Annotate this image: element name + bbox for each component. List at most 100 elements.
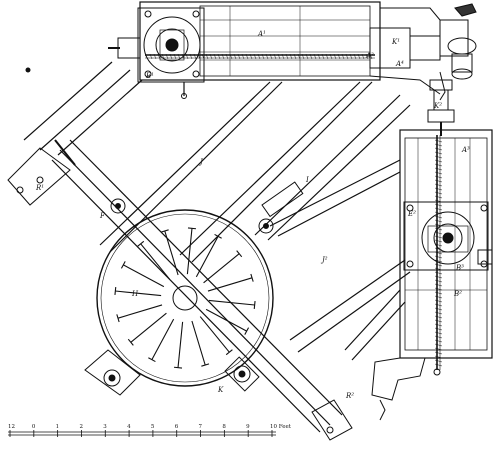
thread-tick (434, 143, 443, 147)
thread-tick (333, 53, 337, 60)
thread-tick (434, 235, 443, 239)
thread-tick (277, 53, 281, 60)
thread-tick (434, 295, 443, 299)
label-k: K (217, 386, 224, 394)
thread-tick (185, 53, 189, 60)
scale-tick-label: 1 (56, 424, 60, 430)
thread-tick (169, 53, 173, 60)
thread-tick (233, 53, 237, 60)
thread-tick (229, 53, 233, 60)
thread-tick (434, 311, 443, 315)
thread-tick (434, 299, 443, 303)
thread-tick (434, 215, 443, 219)
thread-tick (434, 279, 443, 283)
right-tool-head (403, 201, 493, 376)
thread-tick (434, 303, 443, 307)
label-k2: K² (433, 102, 442, 110)
thread-tick (253, 53, 257, 60)
face-plate-slot (191, 320, 210, 367)
thread-tick (434, 187, 443, 191)
thread-tick (281, 53, 285, 60)
face-plate-slots (114, 227, 256, 369)
thread-tick (434, 163, 443, 167)
thread-tick (213, 53, 217, 60)
thread-tick (361, 53, 365, 60)
thread-tick (434, 171, 443, 175)
thread-tick (341, 53, 345, 60)
lower-left-block (84, 349, 141, 396)
vertical-shaft (427, 79, 455, 136)
thread-tick (241, 53, 245, 60)
label-a1: A¹ (257, 30, 266, 38)
thread-tick (193, 53, 197, 60)
thread-tick (325, 53, 329, 60)
thread-tick (434, 175, 443, 179)
scale-tick-label: 5 (151, 424, 155, 430)
thread-tick (434, 255, 443, 259)
label-e1: E¹ (145, 72, 154, 80)
scale-tick-label: 12 (8, 424, 15, 430)
thread-tick (149, 53, 153, 60)
face-plate-slot (173, 321, 184, 369)
scale-tick-label: 10 Feet (270, 424, 292, 430)
label-h: H (131, 290, 139, 298)
scale-tick-label: 0 (32, 424, 36, 430)
thread-tick (257, 53, 261, 60)
label-j2: J² (320, 256, 328, 264)
thread-tick (177, 53, 181, 60)
thread-tick (301, 53, 305, 60)
thread-tick (434, 159, 443, 163)
scale-tick-label: 2 (79, 424, 83, 430)
label-i: I (305, 176, 309, 184)
thread-tick (173, 53, 177, 60)
thread-tick (434, 327, 443, 331)
thread-tick (434, 227, 443, 231)
face-plate-slot (195, 233, 222, 278)
upper-right-headstock (369, 3, 477, 101)
thread-tick (434, 291, 443, 295)
thread-tick (189, 53, 193, 60)
scale-tick-label: 7 (199, 424, 203, 430)
thread-tick (209, 53, 213, 60)
thread-tick (434, 211, 443, 215)
thread-tick (337, 53, 341, 60)
thread-tick (434, 195, 443, 199)
label-j: J (198, 158, 204, 166)
thread-tick (434, 259, 443, 263)
thread-tick (434, 307, 443, 311)
label-a2: A² (365, 52, 374, 60)
label-b3: B³ (455, 264, 464, 272)
thread-tick (289, 53, 293, 60)
thread-tick (225, 53, 229, 60)
thread-tick (273, 53, 277, 60)
face-plate-slot (160, 229, 179, 276)
thread-tick (293, 53, 297, 60)
thread-tick (434, 283, 443, 287)
upper-beam-clamp (110, 181, 304, 234)
thread-tick (309, 53, 313, 60)
thread-tick (329, 53, 333, 60)
part-labels: A¹ A² A³ A⁴ B² B³ E¹ E² F H I J J² K K¹ … (35, 30, 470, 400)
thread-tick (434, 147, 443, 151)
label-b2: B² (453, 290, 462, 298)
thread-tick (434, 355, 443, 359)
face-plate-slot (207, 273, 254, 292)
upper-tool-head (108, 7, 205, 99)
thread-tick (261, 53, 265, 60)
right-screw-thread (434, 139, 443, 367)
thread-tick (217, 53, 221, 60)
label-a4: A⁴ (395, 60, 404, 68)
label-a3: A³ (461, 146, 470, 154)
label-r1: R¹ (35, 184, 44, 192)
thread-tick (434, 155, 443, 159)
thread-tick (237, 53, 241, 60)
thread-tick (353, 53, 357, 60)
thread-tick (434, 347, 443, 351)
face-plate-slot (120, 261, 165, 288)
face-plate-slot (127, 312, 167, 346)
label-k1: K¹ (391, 38, 400, 46)
label-f: F (99, 212, 106, 220)
